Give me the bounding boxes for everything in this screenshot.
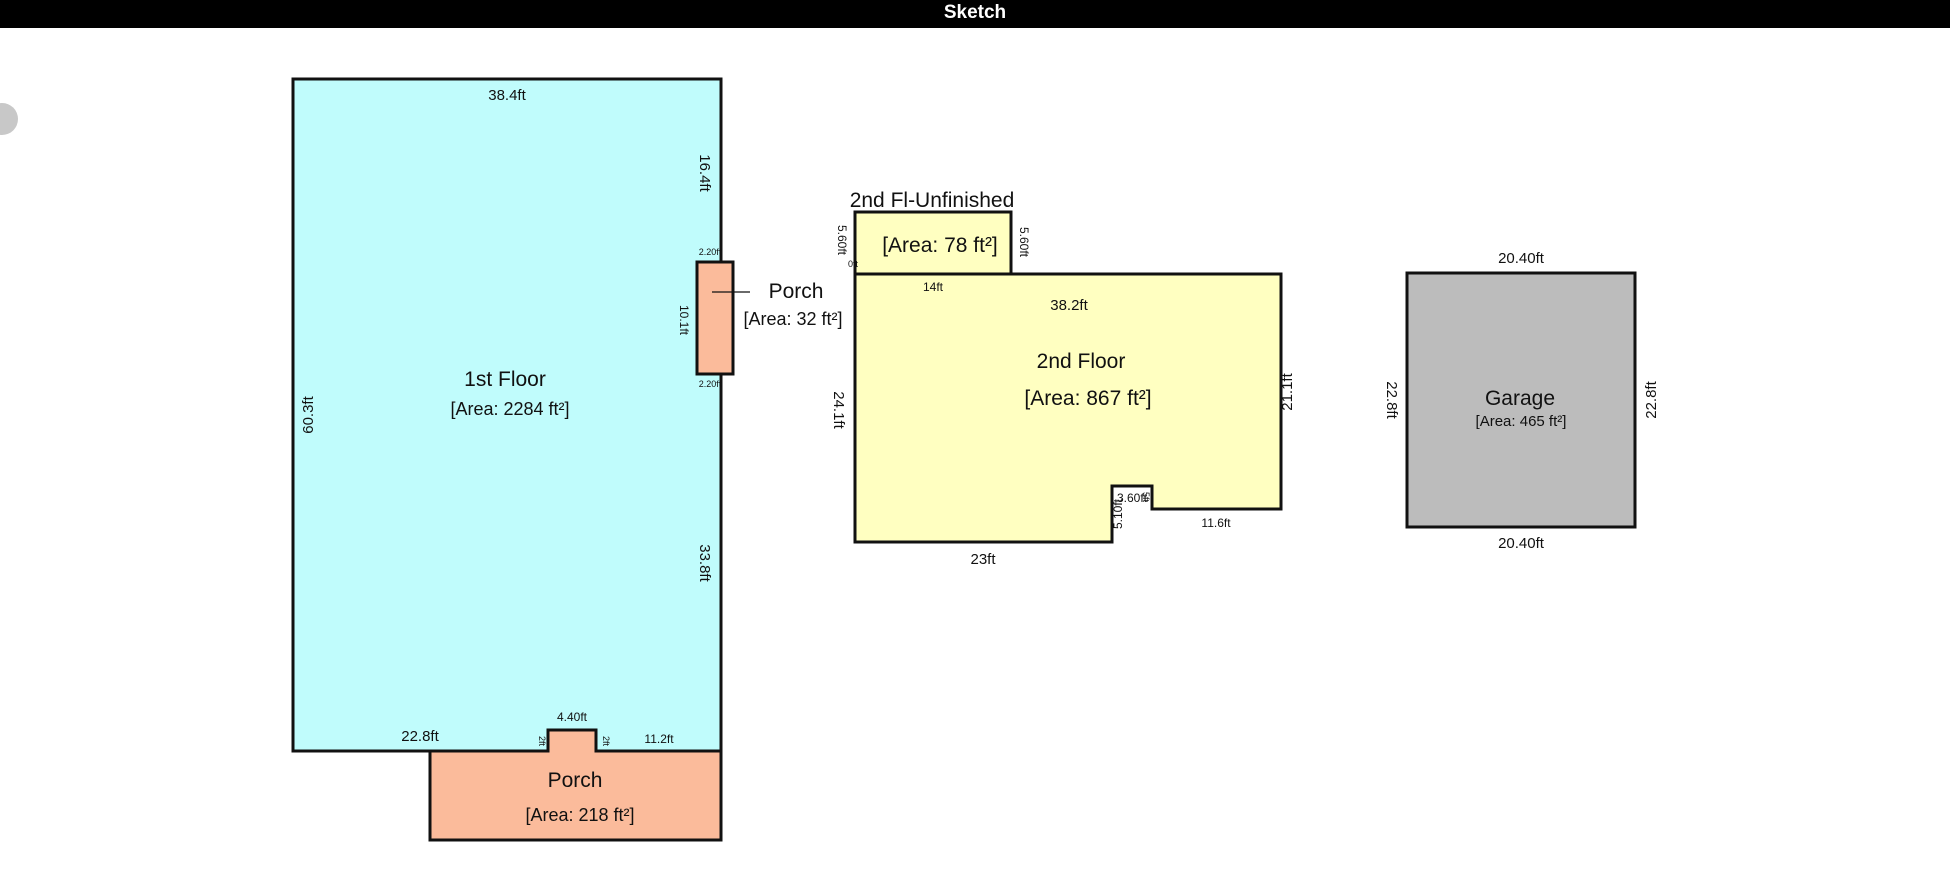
porch-bump-dim-top: 4.40ft [557,710,588,724]
garage-room[interactable]: Garage [Area: 465 ft²] 20.40ft 20.40ft 2… [1383,250,1660,552]
second-floor-dim-bottom-right: 11.6ft [1201,516,1231,530]
porch-small-dim-height: 10.1ft [677,305,691,336]
second-unfinished-dim-corner: 0ft [848,259,859,269]
porch-bottom-shape [428,728,723,842]
garage-dim-left: 22.8ft [1383,381,1400,419]
first-floor-dim-bottom-left: 22.8ft [401,728,439,745]
porch-bottom-name: Porch [548,769,603,792]
porch-bottom-room[interactable]: Porch [Area: 218 ft²] 4.40ft 2ft 2ft [428,710,723,842]
porch-small-shape [695,260,735,376]
first-floor-name: 1st Floor [464,368,546,391]
first-floor-shape [291,77,723,753]
porch-small-area: [Area: 32 ft²] [743,309,842,329]
first-floor-dim-right-lower: 33.8ft [696,544,713,582]
second-unfinished-name: 2nd Fl-Unfinished [850,189,1015,212]
second-floor-area: [Area: 867 ft²] [1024,387,1151,410]
porch-bump-dim-right: 2ft [601,736,611,747]
garage-shape [1405,271,1637,529]
porch-small-dim-top-stub: 2.20ft [699,247,722,257]
first-floor-dim-bottom-right: 11.2ft [644,732,674,746]
garage-dim-top: 20.40ft [1498,250,1545,267]
garage-area: [Area: 465 ft²] [1476,413,1567,430]
porch-small-dim-bottom-stub: 2.20ft [699,379,722,389]
side-handle[interactable] [0,103,18,135]
first-floor-dim-right-upper: 16.4ft [696,154,713,192]
second-floor-dim-top: 38.2ft [1050,297,1088,314]
garage-dim-right: 22.8ft [1643,380,1660,418]
second-unfinished-room[interactable]: 2nd Fl-Unfinished [Area: 78 ft²] 5.60ft … [835,189,1031,276]
garage-name: Garage [1485,387,1555,410]
second-floor-shape [853,272,1283,544]
window-title-bar: Sketch [0,0,1950,28]
porch-small-name: Porch [769,280,824,303]
garage-dim-bottom: 20.40ft [1498,535,1545,552]
second-floor-name: 2nd Floor [1037,350,1126,373]
second-floor-dim-top-left: 14ft [923,280,944,294]
second-floor-dim-left: 24.1ft [830,391,847,429]
porch-small-room[interactable]: 10.1ft 2.20ft 2.20ft Porch [Area: 32 ft²… [677,247,843,389]
second-floor-dim-notch-left: 5.10ft [1111,498,1125,529]
first-floor-dim-left: 60.3ft [300,395,317,433]
second-floor-dim-notch-right: 5ft [1141,492,1151,503]
second-unfinished-dim-right: 5.60ft [1017,227,1031,258]
window-title: Sketch [943,2,1007,23]
porch-bump-dim-left: 2ft [537,736,547,747]
second-floor-room[interactable]: 2nd Floor [Area: 867 ft²] 14ft 38.2ft 24… [830,272,1296,568]
first-floor-area: [Area: 2284 ft²] [450,399,569,419]
second-floor-dim-notch-top: 3.60ft [1117,491,1148,505]
second-unfinished-dim-left: 5.60ft [835,225,849,256]
second-floor-dim-bottom: 23ft [970,551,996,568]
first-floor-dim-top: 38.4ft [488,87,526,104]
second-floor-dim-right: 21.1ft [1279,372,1296,410]
second-unfinished-area: [Area: 78 ft²] [882,234,998,257]
first-floor-room[interactable]: 1st Floor [Area: 2284 ft²] 38.4ft 60.3ft… [291,77,723,753]
porch-bottom-area: [Area: 218 ft²] [525,805,634,825]
